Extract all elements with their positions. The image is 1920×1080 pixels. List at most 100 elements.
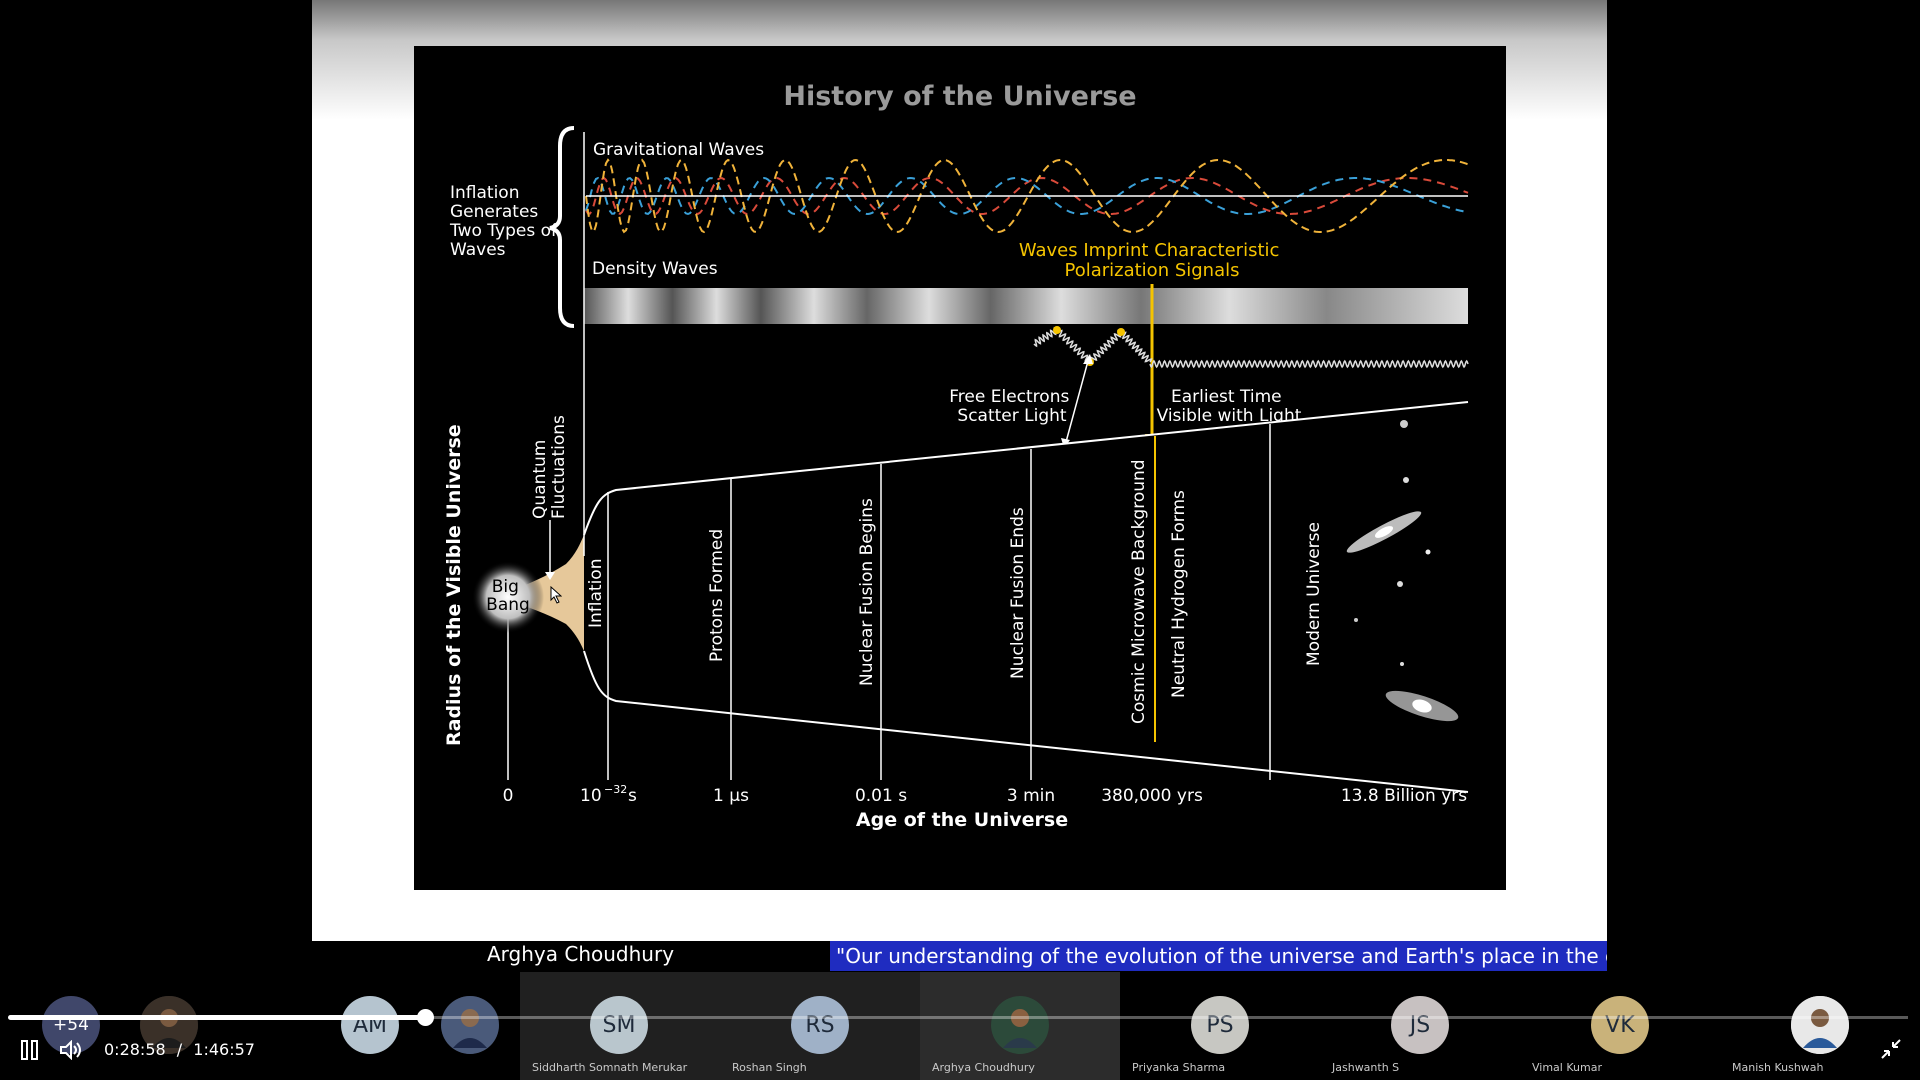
tick-label: 3 min — [1007, 786, 1055, 806]
era-label-cmb: Cosmic Microwave Background — [1129, 459, 1149, 724]
inflation-label-line: Two Types of — [449, 221, 558, 241]
universe-history-diagram: History of the Universe Inflation Genera… — [443, 81, 1469, 831]
tick-label: 10 — [580, 786, 602, 806]
free-electrons-line: Free Electrons — [949, 387, 1069, 407]
person-photo-icon — [991, 996, 1049, 1054]
inflation-label: Inflation Generates Two Types of Waves — [449, 183, 562, 260]
avatar-photo[interactable] — [441, 996, 499, 1054]
slide-diagram: History of the Universe Inflation Genera… — [414, 46, 1506, 890]
era-label-modern-universe: Modern Universe — [1304, 522, 1324, 666]
progress-thumb[interactable] — [417, 1009, 434, 1026]
avatar-initials: SM — [602, 1012, 636, 1038]
light-path — [1118, 331, 1153, 363]
polarization-label: Waves Imprint Characteristic Polarizatio… — [1019, 240, 1285, 281]
avatar-am[interactable]: AM — [341, 996, 399, 1054]
free-electrons-line: Scatter Light — [957, 406, 1066, 426]
light-path — [1149, 359, 1469, 369]
avatar-initials: VK — [1605, 1012, 1635, 1038]
big-bang-line: Big — [492, 577, 519, 597]
density-waves-label: Density Waves — [592, 259, 718, 279]
tick-label: 0.01 s — [855, 786, 907, 806]
cone-outline-top — [583, 401, 1469, 536]
ticker-banner: "Our understanding of the evolution of t… — [830, 941, 1607, 971]
y-axis-label: Radius of the Visible Universe — [443, 424, 465, 746]
era-label-inflation: Inflation — [586, 559, 606, 628]
era-label-protons: Protons Formed — [707, 529, 727, 662]
free-electrons-label: Free Electrons Scatter Light — [949, 387, 1074, 426]
x-ticks: 0 10 −32 s 1 µs 0.01 s 3 min 380,000 yrs… — [503, 783, 1468, 806]
era-label-fusion-begins: Nuclear Fusion Begins — [857, 498, 877, 686]
tick-label: 1 µs — [713, 786, 749, 806]
inflation-label-line: Waves — [450, 240, 506, 260]
electron-dot — [1053, 326, 1061, 334]
overflow-count: +54 — [53, 1015, 89, 1035]
cone-outline-bottom — [583, 650, 1469, 793]
avatar-photo[interactable] — [140, 996, 198, 1054]
brace-shape — [549, 126, 575, 328]
exit-fullscreen-button[interactable] — [1880, 1038, 1902, 1060]
light-path — [1054, 329, 1093, 363]
avatar-sm[interactable]: SM — [590, 996, 648, 1054]
presenter-name: Arghya Choudhury — [487, 942, 675, 966]
tick-label: 13.8 Billion yrs — [1341, 786, 1467, 806]
avatar-initials: PS — [1206, 1012, 1234, 1038]
exit-fullscreen-icon — [1881, 1039, 1901, 1059]
avatar-photo-manish[interactable] — [1791, 996, 1849, 1054]
polarization-label-line: Polarization Signals — [1064, 260, 1239, 281]
duration: 1:46:57 — [193, 1040, 255, 1059]
galaxies-graphic — [1346, 420, 1459, 722]
ticker-text: "Our understanding of the evolution of t… — [836, 944, 1607, 968]
avatar-initials: JS — [1409, 1012, 1431, 1038]
volume-icon — [60, 1040, 81, 1060]
participant-name: Roshan Singh — [732, 1061, 807, 1074]
light-path — [1089, 329, 1122, 365]
avatar-initials: RS — [805, 1012, 835, 1038]
gravitational-wave-line — [585, 176, 1469, 216]
polarization-label-line: Waves Imprint Characteristic — [1019, 240, 1280, 261]
era-label-fusion-ends: Nuclear Fusion Ends — [1008, 507, 1028, 679]
tick-label: s — [628, 786, 637, 806]
gravitational-wave-line — [585, 176, 1469, 216]
mouse-cursor-icon — [550, 586, 562, 604]
pause-button[interactable] — [18, 1040, 42, 1060]
participant-name: Manish Kushwah — [1732, 1061, 1824, 1074]
density-waves-bar — [584, 288, 1468, 324]
era-label-neutral-hydrogen: Neutral Hydrogen Forms — [1169, 490, 1189, 698]
avatar-vk[interactable]: VK — [1591, 996, 1649, 1054]
participant-name: Jashwanth S — [1332, 1061, 1400, 1074]
gravitational-waves-graphic — [585, 158, 1469, 234]
current-time: 0:28:58 — [104, 1040, 166, 1059]
free-electrons-arrow — [1065, 360, 1089, 443]
time-separator: / — [176, 1040, 183, 1059]
quantum-line: Quantum — [530, 440, 550, 519]
progress-track — [428, 1016, 1908, 1019]
arrowhead — [545, 572, 555, 580]
big-bang-glow — [472, 561, 544, 633]
tick-label: 0 — [503, 786, 514, 806]
inflation-label-line: Generates — [450, 202, 538, 222]
avatar-ps[interactable]: PS — [1191, 996, 1249, 1054]
pause-icon — [21, 1040, 38, 1060]
tick-label: 380,000 yrs — [1101, 786, 1203, 806]
earliest-time-line: Earliest Time — [1171, 387, 1282, 407]
video-progress-bar[interactable] — [8, 1009, 1912, 1026]
avatar-js[interactable]: JS — [1391, 996, 1449, 1054]
volume-button[interactable] — [58, 1040, 84, 1060]
quantum-line: Fluctuations — [549, 415, 569, 519]
big-bang-label: Big Bang — [486, 577, 530, 615]
scatter-graphic — [1033, 326, 1469, 369]
avatar-photo-arghya[interactable] — [991, 996, 1049, 1054]
participant-name: Siddharth Somnath Merukar — [532, 1061, 688, 1074]
electron-dot — [1117, 328, 1125, 336]
quantum-label: Quantum Fluctuations — [530, 415, 569, 519]
tick-label-exponent: −32 — [604, 783, 627, 796]
x-axis-label: Age of the Universe — [856, 809, 1068, 831]
slide-title: History of the Universe — [783, 81, 1136, 112]
arrowhead — [1083, 354, 1093, 364]
big-bang-line: Bang — [486, 595, 530, 615]
person-photo-icon — [1791, 996, 1849, 1054]
gravitational-waves-label: Gravitational Waves — [593, 140, 764, 160]
avatar-rs[interactable]: RS — [791, 996, 849, 1054]
participant-name: Arghya Choudhury — [932, 1061, 1035, 1074]
inflation-label-line: Inflation — [450, 183, 519, 203]
